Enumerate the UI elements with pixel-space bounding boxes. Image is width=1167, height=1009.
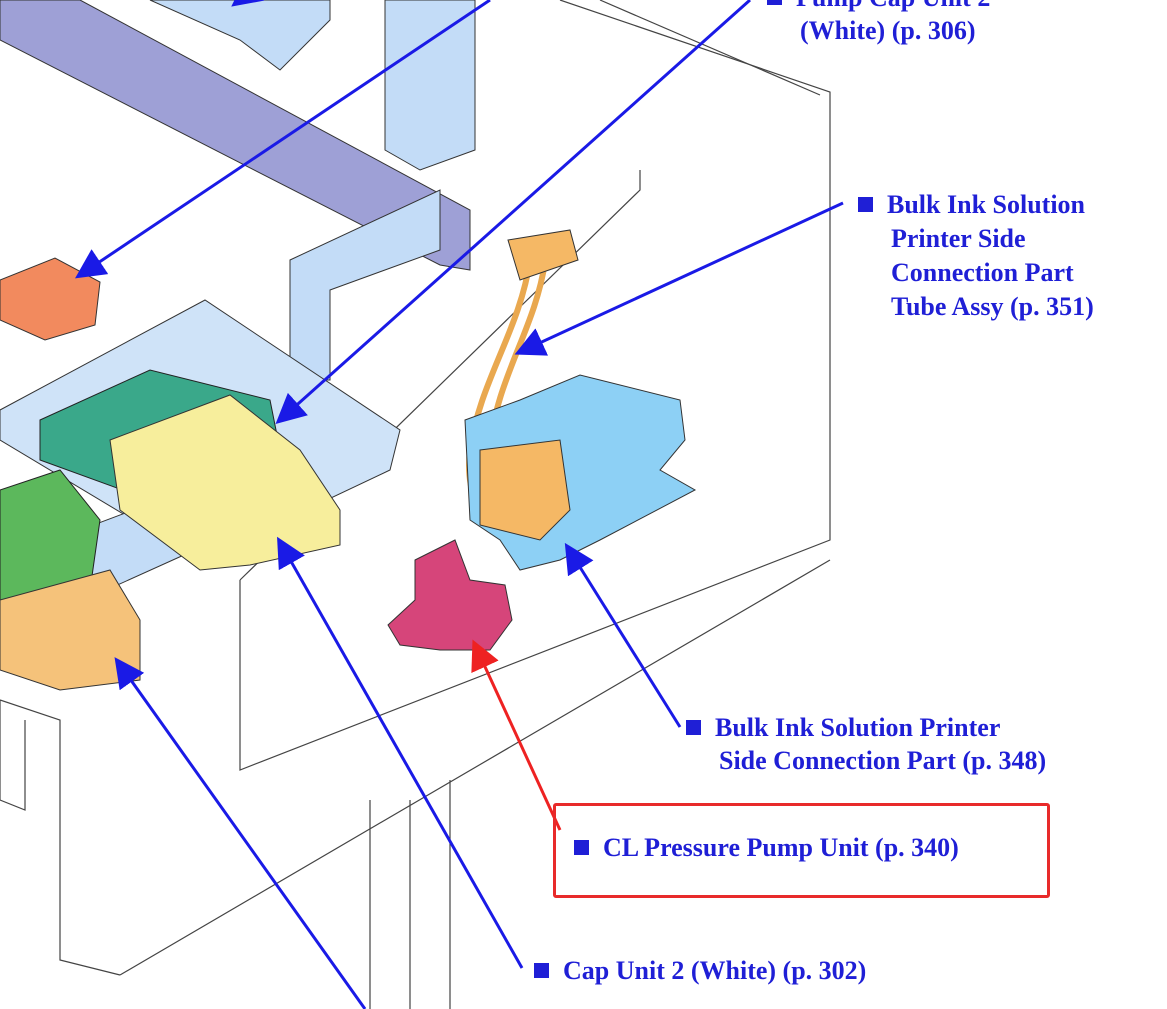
cap-unit-yellow [109, 394, 341, 571]
bullet-icon [574, 840, 589, 855]
cl-pressure-pump [387, 539, 513, 651]
label-cl-pressure-pump: CL Pressure Pump Unit (p. 340) [574, 831, 959, 864]
label-pump-cap-unit: Pump Cap Unit 2 (White) (p. 306) [767, 0, 990, 47]
frame-beam [0, 0, 471, 271]
highlight-box [553, 803, 1050, 898]
cover-part [0, 257, 101, 341]
connection-part-orange [479, 439, 571, 541]
bullet-icon [686, 720, 701, 735]
bullet-icon [534, 963, 549, 978]
bullet-icon [858, 197, 873, 212]
leader-arrows [75, 0, 844, 1009]
leader-arrow-red [471, 639, 562, 831]
tube-connector [507, 229, 579, 281]
label-tube-assy: Bulk Ink Solution Printer Side Connectio… [858, 188, 1094, 324]
label-connection-part: Bulk Ink Solution Printer Side Connectio… [686, 711, 1046, 777]
label-cap-unit: Cap Unit 2 (White) (p. 302) [534, 954, 866, 987]
bullet-icon [767, 0, 782, 5]
